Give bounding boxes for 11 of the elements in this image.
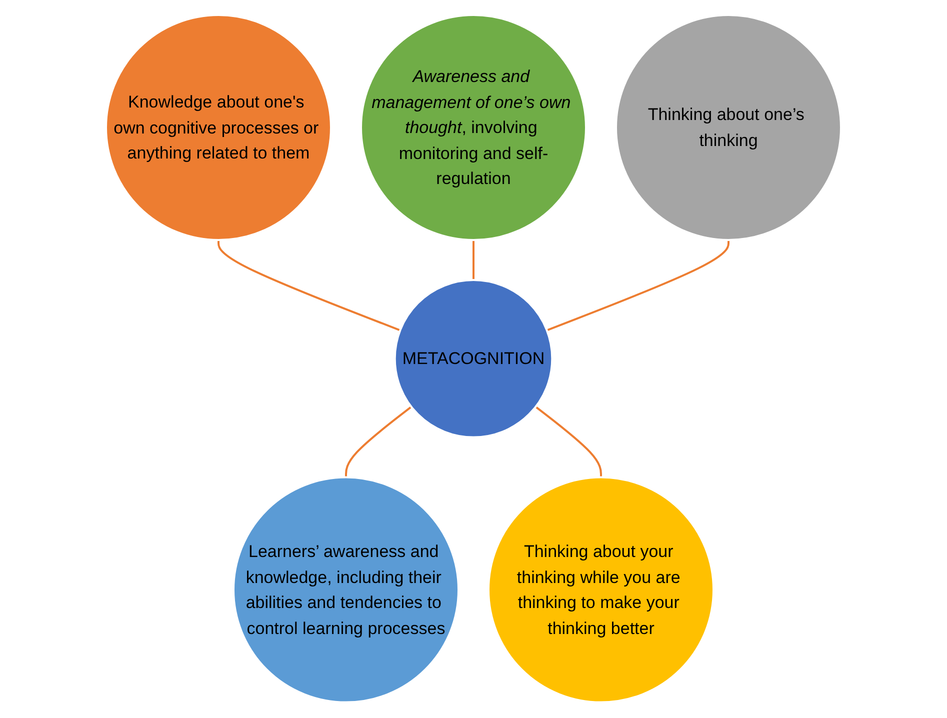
connector <box>546 240 730 332</box>
node-circle: Thinking about one’s thinking <box>615 14 842 242</box>
node-circle: Knowledge about one's own cognitive processes or anything related to them <box>105 14 332 242</box>
node-circle: Thinking about your thinking while you are thinking to make your thinking better <box>488 476 714 704</box>
connector <box>345 406 412 478</box>
connector <box>472 240 474 280</box>
node-circle: Awareness and management of one’s own thought, involving monitoring and self-regulation <box>360 14 587 242</box>
node-circle: Learners’ awareness and knowledge, including their abilities and tendencies to control learning processes <box>232 476 460 704</box>
connector <box>535 406 602 478</box>
node-circle: METACOGNITION <box>394 279 554 439</box>
connector <box>218 240 401 332</box>
